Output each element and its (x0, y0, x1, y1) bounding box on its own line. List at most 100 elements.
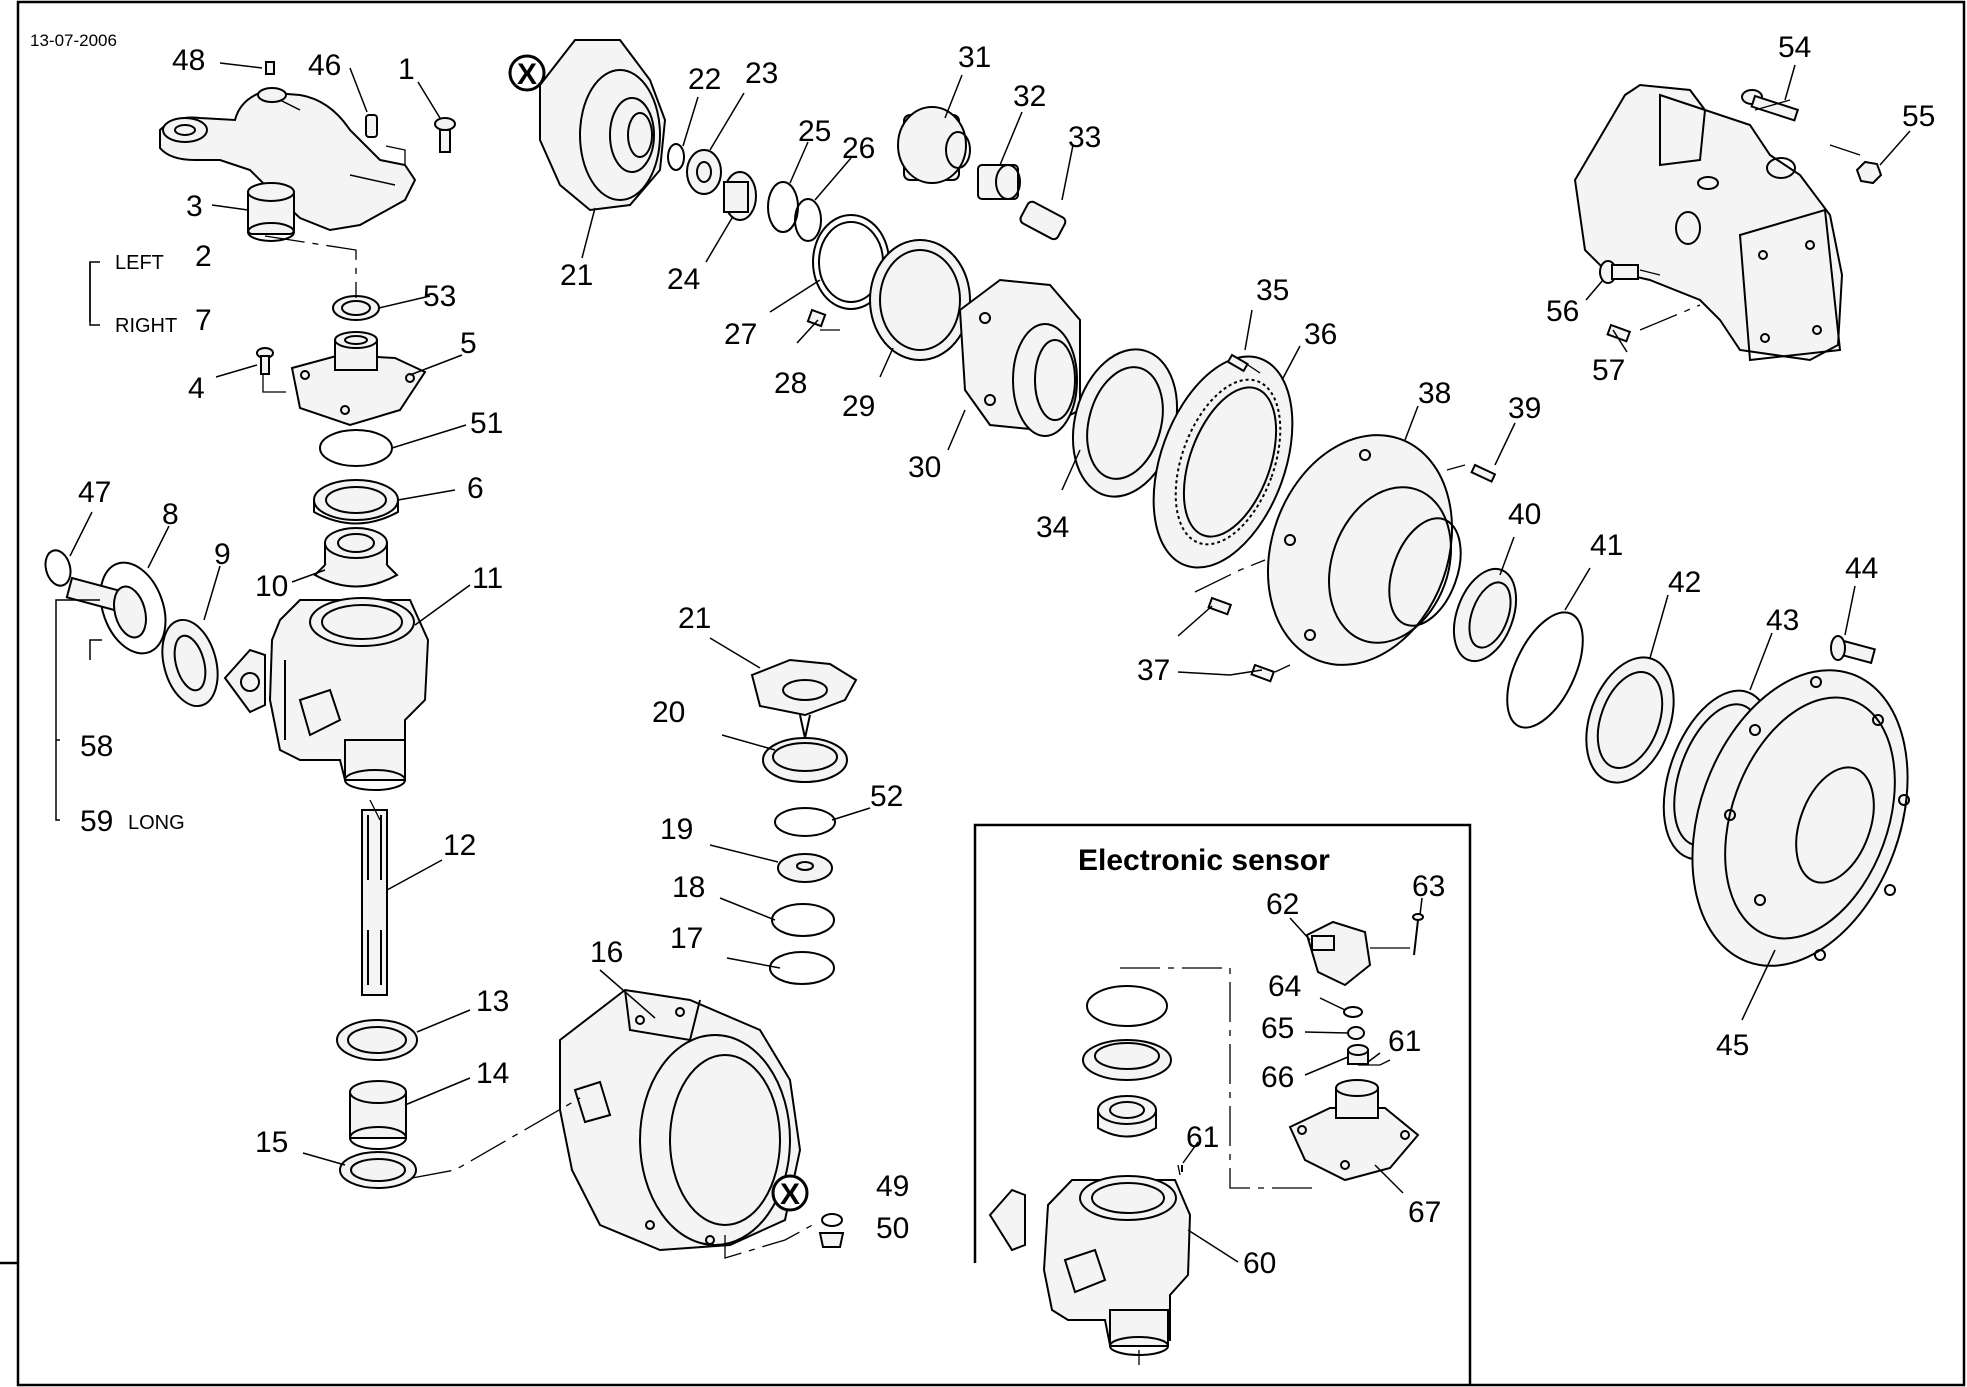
svg-text:X: X (780, 1178, 800, 1211)
drawing-date: 13-07-2006 (30, 31, 117, 50)
label-67: 67 (1408, 1196, 1441, 1229)
label-53: 53 (423, 280, 456, 313)
label-65: 65 (1261, 1012, 1294, 1045)
label-47: 47 (78, 476, 111, 509)
label-42: 42 (1668, 566, 1701, 599)
label-43: 43 (1766, 604, 1799, 637)
gear-31 (897, 106, 971, 184)
needle-bearing-32 (977, 164, 1021, 200)
flange-5 (256, 331, 427, 427)
label-45: 45 (1716, 1029, 1749, 1062)
label-28: 28 (774, 367, 807, 400)
label-4: 4 (188, 372, 205, 405)
label-14: 14 (476, 1057, 509, 1090)
label-50: 50 (876, 1212, 909, 1245)
label-64: 64 (1268, 970, 1301, 1003)
label-39: 39 (1508, 392, 1541, 425)
label-24: 24 (667, 263, 700, 296)
label-21-upper: 21 (560, 259, 593, 292)
label-34: 34 (1036, 511, 1069, 544)
shaft-12 (361, 809, 388, 996)
sensor-housing-60 (1042, 1175, 1192, 1356)
label-17: 17 (670, 922, 703, 955)
label-29: 29 (842, 390, 875, 423)
label-26: 26 (842, 132, 875, 165)
label-44: 44 (1845, 552, 1878, 585)
pin-33 (1019, 200, 1067, 241)
label-51: 51 (470, 407, 503, 440)
label-59: 59 (80, 805, 113, 838)
label-37: 37 (1137, 654, 1170, 687)
label-61-lower: 61 (1186, 1121, 1219, 1154)
label-27: 27 (724, 318, 757, 351)
label-33: 33 (1068, 121, 1101, 154)
label-32: 32 (1013, 80, 1046, 113)
label-2: 2 (195, 240, 212, 273)
label-48: 48 (172, 44, 205, 77)
label-1: 1 (398, 53, 415, 86)
label-16: 16 (590, 936, 623, 969)
label-41: 41 (1590, 529, 1623, 562)
label-40: 40 (1508, 498, 1541, 531)
final-drive-housing-16 (559, 988, 802, 1252)
label-35: 35 (1256, 274, 1289, 307)
svg-text:X: X (517, 58, 537, 91)
label-23: 23 (745, 57, 778, 90)
label-12: 12 (443, 829, 476, 862)
leader-lines (55, 62, 1911, 1263)
x-marker-top: X (508, 54, 546, 92)
hub-30 (958, 278, 1081, 437)
axle-bracket (1573, 83, 1844, 362)
label-7: 7 (195, 304, 212, 337)
label-54: 54 (1778, 31, 1811, 64)
label-60: 60 (1243, 1247, 1276, 1280)
label-31: 31 (958, 41, 991, 74)
label-38: 38 (1418, 377, 1451, 410)
wheel-flange-45 (1691, 669, 1910, 967)
part-labels: 48 46 1 3 LEFT 2 RIGHT 7 53 5 4 51 6 47 … (78, 31, 1935, 1280)
splined-shaft-58 (65, 576, 147, 639)
label-9: 9 (214, 538, 231, 571)
label-63: 63 (1412, 870, 1445, 903)
label-58: 58 (80, 730, 113, 763)
label-long: LONG (128, 812, 185, 834)
needle-bearing-24 (723, 171, 757, 221)
carrier-housing-38 (1266, 434, 1462, 666)
label-49: 49 (876, 1170, 909, 1203)
label-18: 18 (672, 871, 705, 904)
label-left: LEFT (115, 252, 164, 274)
label-5: 5 (460, 327, 477, 360)
label-56: 56 (1546, 295, 1579, 328)
label-36: 36 (1304, 318, 1337, 351)
label-right: RIGHT (115, 315, 177, 337)
label-20: 20 (652, 696, 685, 729)
label-57: 57 (1592, 354, 1625, 387)
label-25: 25 (798, 115, 831, 148)
label-30: 30 (908, 451, 941, 484)
differential-gear-21 (750, 658, 858, 739)
label-62: 62 (1266, 888, 1299, 921)
label-15: 15 (255, 1126, 288, 1159)
label-8: 8 (162, 498, 179, 531)
label-10: 10 (255, 570, 288, 603)
ring-gear-36 (1152, 355, 1294, 569)
inset-title: Electronic sensor (1078, 844, 1330, 877)
steering-arm-group (159, 61, 456, 242)
label-22: 22 (688, 63, 721, 96)
x-marker-bottom: X (771, 1174, 809, 1212)
label-46: 46 (308, 49, 341, 82)
label-55: 55 (1902, 100, 1935, 133)
label-3: 3 (186, 190, 203, 223)
page-frame (16, 0, 1966, 1387)
center-lines (262, 99, 1861, 1365)
label-6: 6 (467, 472, 484, 505)
bevel-gear-21 (539, 39, 667, 212)
label-52: 52 (870, 780, 903, 813)
pinion-gear-10 (223, 648, 266, 714)
label-13: 13 (476, 985, 509, 1018)
label-21-lower: 21 (678, 602, 711, 635)
label-61-upper: 61 (1388, 1025, 1421, 1058)
housing-11 (268, 597, 430, 791)
label-19: 19 (660, 813, 693, 846)
